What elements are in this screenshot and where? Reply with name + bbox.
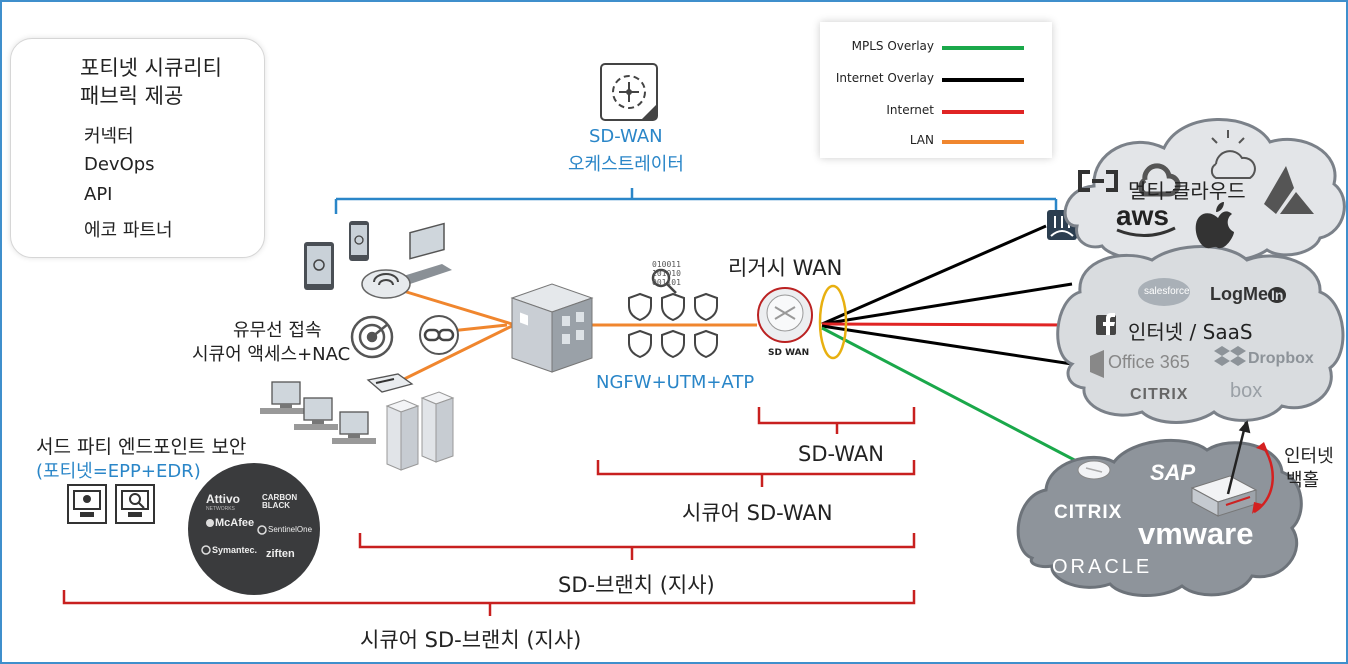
salesforce-logo: salesforce: [1144, 286, 1190, 297]
legend-swatch: [942, 110, 1024, 114]
sdwan-device-label: SD WAN: [768, 348, 810, 358]
partner-attivo-sub: NETWORKS: [206, 506, 235, 512]
sap-logo: SAP: [1150, 460, 1196, 485]
legend: MPLS Overlay Internet Overlay Internet L…: [820, 22, 1052, 158]
dropbox-icon: [1214, 346, 1246, 366]
box-logo: box: [1230, 380, 1263, 402]
binary-data: 010011 101010 001101: [652, 260, 681, 287]
fabric-title-line1: 포티넷 시큐리티: [80, 56, 222, 80]
partner-carbonblack: CARBON BLACK: [262, 493, 298, 510]
endpoint-label-line1: 서드 파티 엔드포인트 보안: [36, 436, 247, 458]
partner-attivo: Attivo: [206, 492, 240, 506]
endpoint-scan-icon: [115, 484, 155, 524]
wan-ellipse: [818, 284, 848, 360]
orchestrator-label-line1: SD-WAN: [589, 126, 663, 147]
fabric-item-ecopartner: 에코 파트너: [84, 220, 173, 241]
aws-smile-icon: [1116, 226, 1176, 237]
internet-saas-label: 인터넷 / SaaS: [1128, 320, 1253, 344]
orchestrator-icon: [600, 63, 658, 121]
bracket-label-secure-sdbranch: 시큐어 SD-브랜치 (지사): [360, 628, 582, 652]
legend-swatch: [942, 78, 1024, 82]
azure-icon: [1264, 166, 1314, 214]
switch-icon: [366, 373, 414, 393]
legacy-wan-label: 리거시 WAN: [728, 256, 843, 280]
sdwan-router-icon: [757, 287, 813, 343]
security-shields-icon: [628, 292, 718, 359]
partner-ziften: ziften: [266, 548, 295, 560]
google-cloud-icon: [1138, 163, 1181, 197]
endpoint-monitor-icon: [67, 484, 107, 524]
partners-circle: [188, 463, 320, 595]
fabric-item-connector: 커넥터: [84, 126, 134, 147]
symantec-check-icon: [201, 545, 211, 555]
desktop-computers-icon: [260, 381, 376, 444]
vmware-logo: vmware: [1138, 516, 1254, 551]
mcafee-shield-icon: [206, 519, 214, 527]
alibaba-cloud-icon: [1078, 170, 1118, 192]
legend-item-mpls: MPLS Overlay: [820, 38, 1052, 56]
multi-cloud-label: 멀티-클라우드: [1128, 179, 1246, 203]
legend-item-lan: LAN: [820, 132, 1052, 150]
laptop-icon: [400, 222, 452, 284]
tablet-icon: [304, 242, 334, 290]
magnifier-icon: [651, 268, 677, 294]
backhaul-label-line1: 인터넷: [1284, 446, 1334, 467]
bracket-label-sdwan: SD-WAN: [798, 442, 884, 466]
office365-logo: Office 365: [1108, 352, 1190, 372]
dropbox-logo: Dropbox: [1248, 350, 1314, 367]
scope-brackets: [62, 407, 916, 616]
legend-item-internet-overlay: Internet Overlay: [820, 70, 1052, 88]
salesforce-icon: [1138, 278, 1190, 306]
fabric-panel: [10, 38, 265, 258]
orchestrator-bracket: [334, 188, 1058, 214]
nac-radar-icon: [350, 315, 394, 359]
dc-citrix-logo: CITRIX: [1054, 502, 1123, 523]
server-towers-icon: [385, 391, 455, 471]
bracket-label-sdbranch: SD-브랜치 (지사): [558, 573, 715, 597]
legend-swatch: [942, 140, 1024, 144]
wired-access-label-line2: 시큐어 액세스+NAC: [192, 344, 351, 365]
orchestrator-label-line2: 오케스트레이터: [568, 154, 684, 175]
ngfw-label: NGFW+UTM+ATP: [596, 372, 755, 393]
fabric-title-line2: 패브릭 제공: [80, 84, 184, 108]
aws-logo: aws: [1116, 200, 1169, 231]
citrix-logo: CITRIX: [1130, 386, 1189, 403]
oracle-logo: ORACLE: [1052, 556, 1153, 578]
ibm-cloud-icon: [1210, 130, 1256, 179]
apple-icon: [1195, 202, 1234, 249]
bracket-label-secure-sdwan: 시큐어 SD-WAN: [682, 501, 833, 525]
partner-sentinelone: SentinelOne: [268, 525, 313, 534]
legend-item-internet: Internet: [820, 102, 1052, 120]
link-icon: [419, 315, 459, 355]
fabric-item-devops: DevOps: [84, 154, 155, 175]
wired-access-label-line1: 유무선 접속: [233, 320, 322, 341]
dc-router-icon: [1077, 460, 1111, 480]
partner-symantec: Symantec.: [212, 545, 258, 555]
branch-building-icon: [510, 283, 594, 373]
partner-mcafee: McAfee: [215, 517, 255, 529]
fabric-item-api: API: [84, 184, 113, 205]
sentinelone-icon: [257, 525, 267, 535]
facebook-icon: [1096, 313, 1116, 335]
phone-icon: [349, 221, 369, 261]
backhaul-label-line2: 백홀: [1286, 470, 1320, 491]
access-point-icon: [361, 269, 411, 299]
endpoint-label-line2: (포티넷=EPP+EDR): [36, 461, 201, 482]
legend-swatch: [942, 46, 1024, 50]
wan-lines: [821, 224, 1085, 467]
backhaul-arrows: [1226, 420, 1274, 514]
office365-icon: [1090, 350, 1104, 378]
